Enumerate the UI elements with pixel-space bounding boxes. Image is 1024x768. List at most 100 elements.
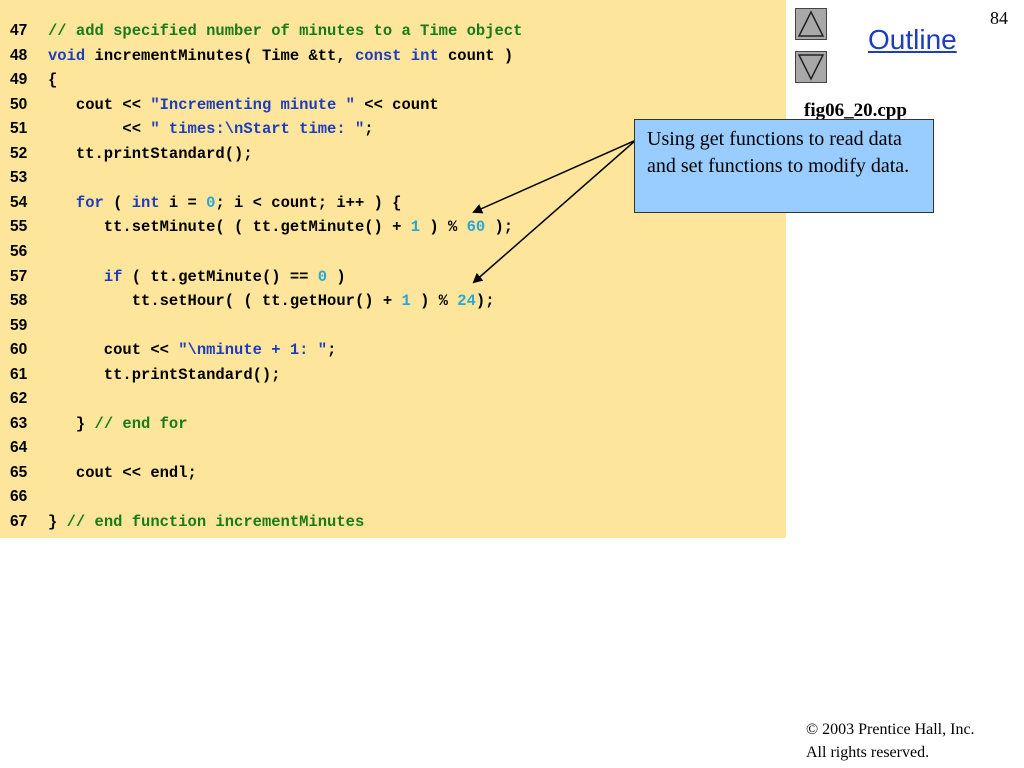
code-text: tt.setHour( ( tt.getHour() + 1 ) % 24);	[48, 289, 495, 313]
code-token: "\nminute + 1: "	[178, 341, 328, 360]
code-line: 54 for ( int i = 0; i < count; i++ ) {	[0, 191, 786, 215]
code-line: 67} // end function incrementMinutes	[0, 510, 786, 534]
code-token: tt.setHour( ( tt.getHour() +	[48, 292, 402, 311]
code-text: tt.printStandard();	[48, 363, 281, 387]
code-text: } // end for	[48, 412, 188, 436]
code-token: 0	[206, 193, 216, 212]
code-token: cout << endl;	[48, 463, 197, 482]
line-number: 52	[10, 144, 28, 162]
code-text: tt.setMinute( ( tt.getMinute() + 1 ) % 6…	[48, 215, 513, 239]
line-number: 50	[10, 95, 28, 113]
code-line: 60 cout << "\nminute + 1: ";	[0, 338, 786, 362]
code-token: if	[103, 267, 123, 286]
next-slide-button[interactable]	[795, 51, 827, 83]
code-token: 0	[317, 267, 328, 286]
code-line: 58 tt.setHour( ( tt.getHour() + 1 ) % 24…	[0, 289, 786, 313]
code-token: " times:\nStart time: "	[150, 120, 365, 139]
code-line: 56	[0, 240, 786, 264]
line-number: 64	[10, 439, 28, 457]
code-token: );	[485, 218, 514, 237]
outline-link[interactable]: Outline	[868, 24, 957, 55]
line-number: 66	[10, 488, 28, 506]
copyright: © 2003 Prentice Hall, Inc. All rights re…	[806, 718, 975, 764]
code-line: 47// add specified number of minutes to …	[0, 19, 786, 43]
code-line: 63 } // end for	[0, 412, 786, 436]
line-number: 58	[10, 292, 28, 310]
code-token: cout <<	[48, 95, 151, 114]
previous-slide-button[interactable]	[795, 8, 827, 40]
code-line: 52 tt.printStandard();	[0, 142, 786, 166]
triangle-down-icon	[797, 54, 825, 81]
line-number: 60	[10, 341, 28, 359]
code-text: for ( int i = 0; i < count; i++ ) {	[48, 191, 402, 215]
callout-box: Using get functions to read data and set…	[634, 119, 934, 213]
code-token: tt.printStandard();	[48, 365, 281, 384]
file-label: fig06_20.cpp	[804, 100, 907, 121]
code-token	[48, 194, 76, 212]
code-token: "Incrementing minute "	[150, 95, 355, 114]
code-text: cout << endl;	[48, 461, 197, 485]
code-line: 61 tt.printStandard();	[0, 363, 786, 387]
code-token: // end for	[94, 414, 188, 433]
code-line: 50 cout << "Incrementing minute " << cou…	[0, 93, 786, 117]
triangle-up-icon	[797, 10, 825, 37]
line-number: 63	[10, 414, 28, 432]
code-token: tt.printStandard();	[48, 144, 253, 163]
code-token: (	[103, 193, 132, 212]
line-number: 62	[10, 390, 28, 408]
line-number: 57	[10, 267, 28, 285]
code-text: << " times:\nStart time: ";	[48, 117, 374, 141]
code-token: // add specified number of minutes to a …	[48, 22, 523, 40]
code-token: cout <<	[48, 341, 179, 360]
callout-text: Using get functions to read data and set…	[647, 128, 910, 177]
code-line: 55 tt.setMinute( ( tt.getMinute() + 1 ) …	[0, 215, 786, 239]
code-token: 60	[466, 218, 486, 237]
code-token: ) %	[410, 292, 458, 311]
code-token: void	[48, 46, 86, 65]
code-line: 59	[0, 314, 786, 338]
code-line: 66	[0, 485, 786, 509]
line-number: 56	[10, 242, 28, 260]
code-text: if ( tt.getMinute() == 0 )	[48, 265, 346, 289]
code-text: // add specified number of minutes to a …	[48, 19, 522, 43]
code-text: tt.printStandard();	[48, 142, 253, 166]
code-token: ;	[364, 120, 374, 139]
code-line: 51 << " times:\nStart time: ";	[0, 117, 786, 141]
code-token: )	[327, 267, 346, 286]
code-token: << count	[354, 95, 439, 114]
code-token: incrementMinutes( Time &tt,	[85, 46, 355, 65]
code-token	[48, 268, 104, 286]
code-token: }	[48, 414, 95, 433]
code-line: 64	[0, 436, 786, 460]
code-token: ;	[327, 341, 337, 360]
page-number: 84	[990, 8, 1008, 28]
code-token: for	[75, 193, 104, 212]
code-token	[401, 47, 410, 65]
code-line: 65 cout << endl;	[0, 461, 786, 485]
copyright-line-2: All rights reserved.	[806, 744, 930, 761]
line-number: 59	[10, 316, 28, 334]
code-token: i =	[159, 193, 207, 212]
line-number: 67	[10, 513, 28, 530]
code-token: int	[131, 193, 160, 212]
code-text: {	[48, 68, 57, 92]
code-token: {	[48, 71, 58, 90]
code-token: // end function incrementMinutes	[66, 513, 365, 531]
code-token: 24	[457, 292, 476, 311]
copyright-line-1: © 2003 Prentice Hall, Inc.	[806, 721, 975, 738]
code-text: cout << "Incrementing minute " << count	[48, 93, 439, 117]
code-panel: 47// add specified number of minutes to …	[0, 0, 786, 538]
code-token: int	[410, 46, 439, 65]
line-number: 61	[10, 365, 28, 383]
code-line: 49{	[0, 68, 786, 92]
code-text: void incrementMinutes( Time &tt, const i…	[48, 44, 513, 68]
code-token: 1	[410, 218, 421, 237]
code-line: 57 if ( tt.getMinute() == 0 )	[0, 265, 786, 289]
line-number: 53	[10, 169, 28, 187]
code-token: <<	[48, 120, 151, 139]
code-token: ; i < count; i++ ) {	[215, 193, 402, 212]
code-line: 53	[0, 166, 786, 190]
line-number: 54	[10, 193, 28, 211]
line-number: 65	[10, 463, 28, 481]
